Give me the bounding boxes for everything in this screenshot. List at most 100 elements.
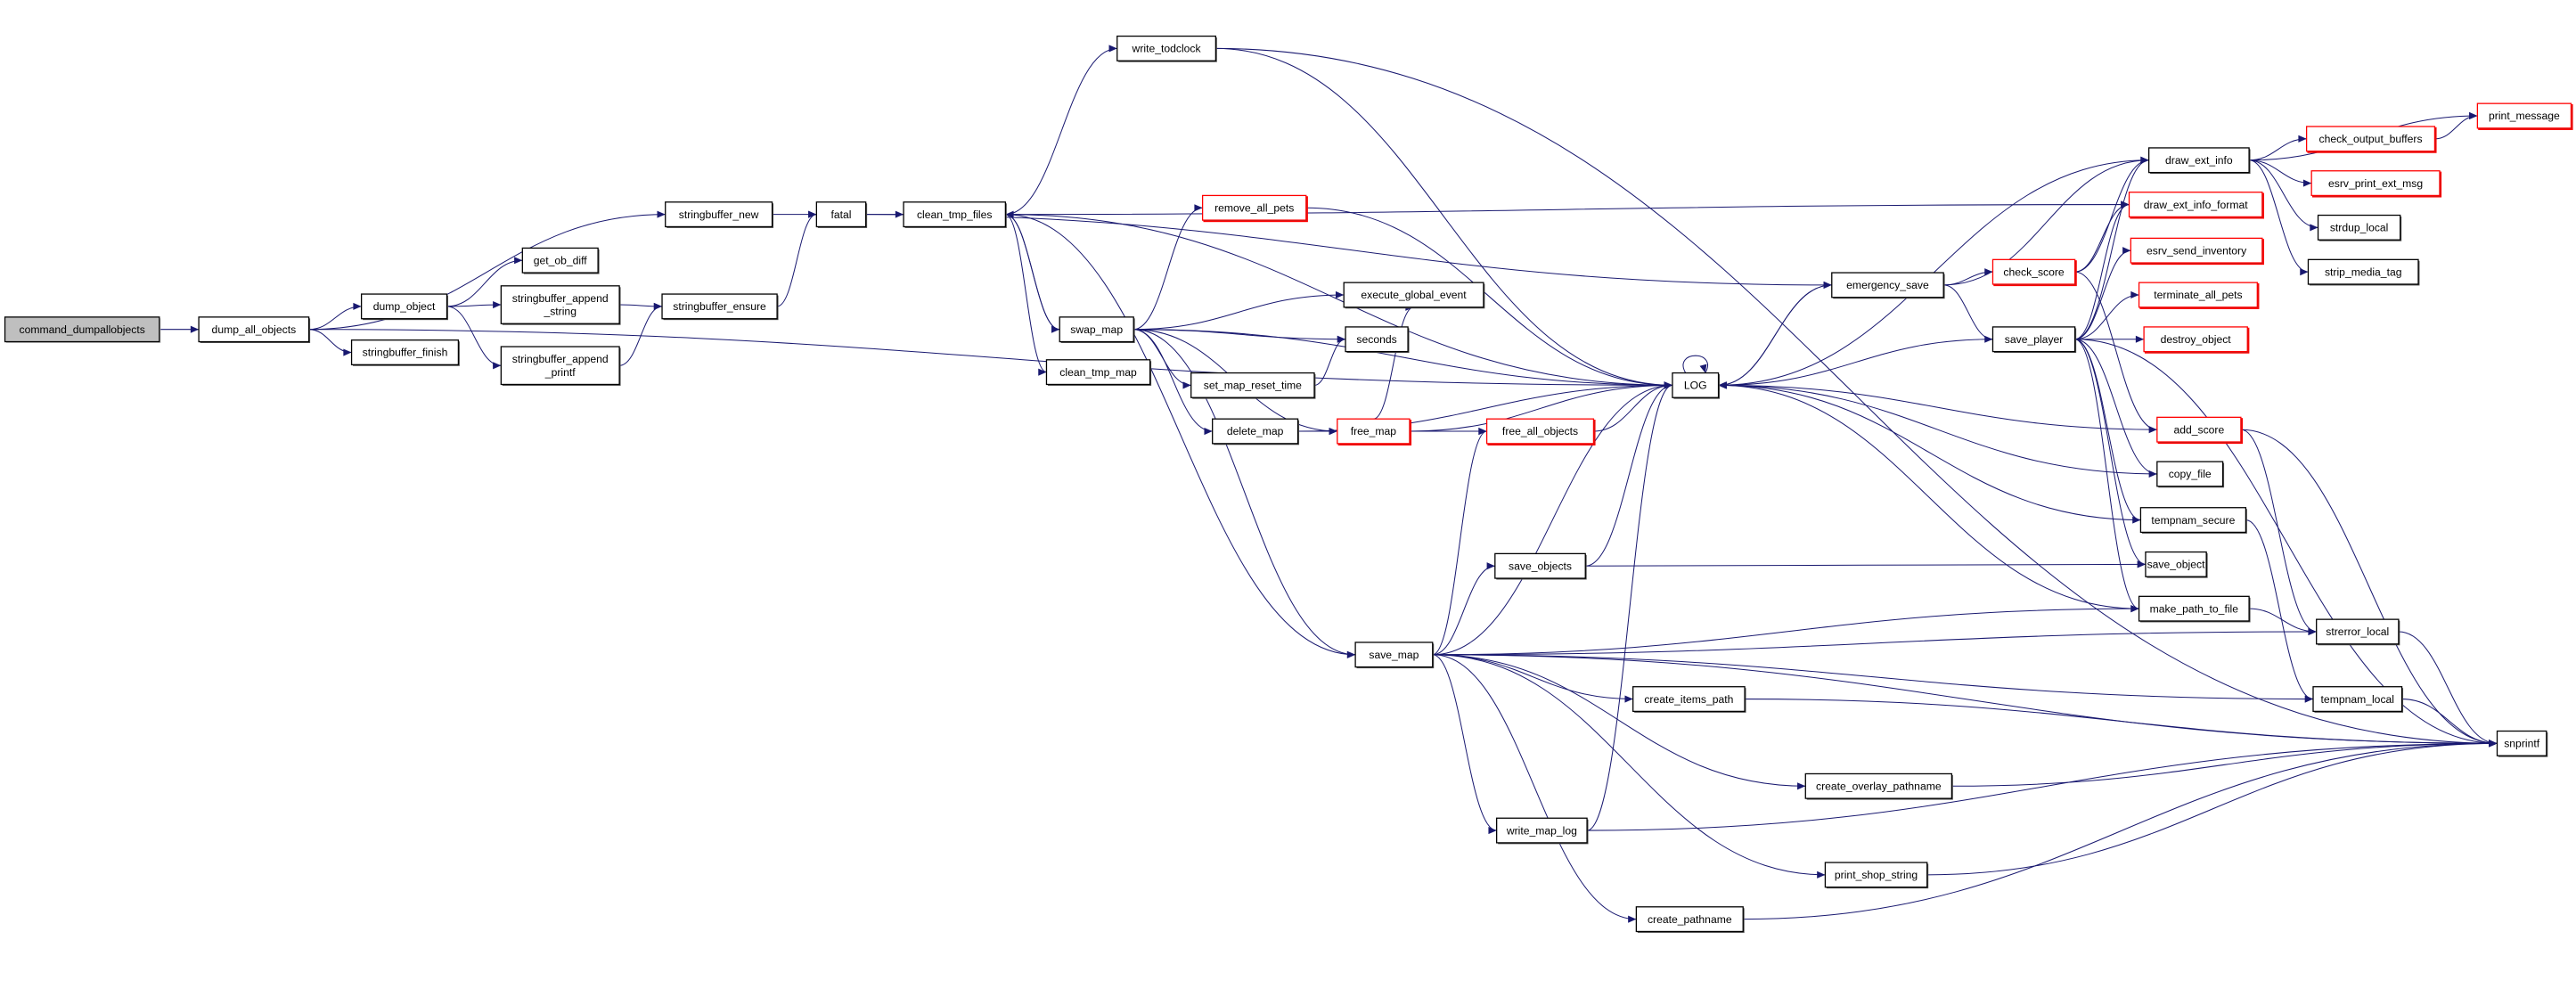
node-fatal[interactable]: fatal [815, 201, 868, 228]
node-write-map-log[interactable]: write_map_log [1496, 817, 1589, 845]
node-box [1804, 772, 1953, 799]
node-make-path-to-file[interactable]: make_path_to_file [2138, 595, 2251, 623]
node-create-pathname[interactable]: create_pathname [1635, 906, 1745, 933]
node-print-shop-string[interactable]: print_shop_string [1824, 862, 1929, 889]
node-label: get_ob_diff [534, 254, 588, 266]
node-box [2312, 686, 2403, 713]
arrowhead-stringbuffer_append_printf-to-stringbuffer_ensure [653, 302, 663, 310]
node-stringbuffer-append-printf[interactable]: stringbuffer_append_printf [500, 346, 621, 386]
node-label: _string [543, 306, 576, 318]
node-free-map[interactable]: free_map [1337, 418, 1412, 445]
node-esrv-print-ext-msg[interactable]: esrv_print_ext_msg [2310, 170, 2442, 198]
node-tempnam-secure[interactable]: tempnam_secure [2139, 507, 2247, 534]
node-box [198, 316, 310, 343]
node-box [2316, 618, 2400, 645]
node-destroy-object[interactable]: destroy_object [2143, 326, 2250, 354]
node-draw-ext-info-format[interactable]: draw_ext_info_format [2128, 192, 2264, 219]
node-dump-all-objects[interactable]: dump_all_objects [198, 316, 311, 343]
edge-create_pathname-to-snprintf [1743, 742, 2498, 920]
edge-save_player-to-copy_file [2074, 339, 2157, 475]
node-box [2156, 416, 2242, 443]
node-check-score[interactable]: check_score [1991, 258, 2077, 287]
node-add-score[interactable]: add_score [2156, 416, 2243, 445]
edge-save_player-to-draw_ext_info [2074, 159, 2149, 340]
node-set-map-reset-time[interactable]: set_map_reset_time [1190, 372, 1316, 399]
node-label: command_dumpallobjects [20, 323, 145, 336]
node-seconds[interactable]: seconds [1345, 326, 1410, 354]
node-emergency-save[interactable]: emergency_save [1831, 272, 1945, 299]
node-execute-global-event[interactable]: execute_global_event [1343, 282, 1485, 309]
arrowhead-dump_object-to-get_ob_diff [514, 257, 523, 265]
node-LOG[interactable]: LOG [1672, 372, 1721, 399]
node-label: stringbuffer_ensure [673, 300, 766, 313]
node-label: clean_tmp_files [917, 208, 992, 221]
node-save-object[interactable]: save_object [2145, 551, 2208, 578]
node-strerror-local[interactable]: strerror_local [2316, 618, 2400, 646]
arrowhead-save_player-to-draw_ext_info_format [2121, 200, 2130, 208]
node-stringbuffer-ensure[interactable]: stringbuffer_ensure [661, 293, 779, 321]
node-print-message[interactable]: print_message [2476, 102, 2573, 130]
node-save-player[interactable]: save_player [1991, 326, 2077, 354]
node-create-items-path[interactable]: create_items_path [1632, 686, 1746, 713]
node-remove-all-pets[interactable]: remove_all_pets [1201, 194, 1308, 223]
node-terminate-all-pets[interactable]: terminate_all_pets [2138, 282, 2260, 309]
node-dump-object[interactable]: dump_object [360, 293, 448, 321]
arrowhead-dump_object-to-stringbuffer_append_string [493, 300, 502, 309]
arrowhead-dump_object-to-stringbuffer_append_printf [493, 362, 502, 370]
node-tempnam-local[interactable]: tempnam_local [2312, 686, 2404, 713]
edge-emergency_save-to-save_player [1943, 284, 1993, 340]
node-label: remove_all_pets [1214, 201, 1294, 214]
node-box [2143, 326, 2248, 353]
arrowhead-swap_map-to-remove_all_pets [1194, 204, 1203, 212]
edge-add_score-to-strerror_local [2240, 429, 2317, 633]
arrowhead-check_output_buffers-to-print_message [2469, 111, 2478, 120]
node-swap-map[interactable]: swap_map [1059, 316, 1135, 343]
edge-clean_tmp_files-to-write_todclock [1005, 47, 1117, 216]
node-label: set_map_reset_time [1204, 380, 1302, 392]
node-save-objects[interactable]: save_objects [1494, 552, 1587, 580]
node-box [2128, 192, 2263, 218]
node-label: dump_all_objects [212, 323, 297, 336]
edge-check_score-to-draw_ext_info_format [2074, 204, 2130, 273]
edge-add_score-to-snprintf [2240, 429, 2498, 744]
node-box [521, 247, 599, 274]
node-box [1337, 418, 1411, 445]
edge-dump_all_objects-to-stringbuffer_finish [308, 329, 352, 354]
edge-swap_map-to-save_map [1133, 329, 1356, 656]
node-stringbuffer-finish[interactable]: stringbuffer_finish [350, 339, 460, 366]
node-save-map[interactable]: save_map [1354, 642, 1435, 669]
node-create-overlay-pathname[interactable]: create_overlay_pathname [1804, 772, 1953, 800]
node-clean-tmp-map[interactable]: clean_tmp_map [1045, 359, 1152, 386]
node-command-dumpallobjects[interactable]: command_dumpallobjects [4, 316, 161, 343]
edge-swap_map-to-remove_all_pets [1133, 207, 1203, 331]
node-stringbuffer-append-string[interactable]: stringbuffer_append_string [500, 285, 621, 325]
node-esrv-send-inventory[interactable]: esrv_send_inventory [2130, 237, 2264, 266]
node-get-ob-diff[interactable]: get_ob_diff [521, 247, 600, 274]
node-copy-file[interactable]: copy_file [2156, 461, 2225, 488]
node-label: LOG [1684, 380, 1707, 392]
node-box [661, 293, 778, 320]
edge-create_overlay_pathname-to-snprintf [1951, 742, 2498, 787]
node-stringbuffer-new[interactable]: stringbuffer_new [665, 201, 774, 228]
edge-tempnam_local-to-snprintf [2401, 699, 2498, 744]
node-box [1354, 642, 1434, 668]
node-box [2130, 237, 2263, 264]
node-check-output-buffers[interactable]: check_output_buffers [2305, 126, 2437, 153]
node-label: create_items_path [1644, 693, 1733, 706]
node-draw-ext-info[interactable]: draw_ext_info [2147, 147, 2251, 175]
arrowhead-save_player-to-esrv_send_inventory [2122, 247, 2131, 255]
node-delete-map[interactable]: delete_map [1212, 418, 1300, 445]
node-free-all-objects[interactable]: free_all_objects [1485, 418, 1596, 445]
node-box [665, 201, 773, 228]
node-label: create_pathname [1648, 913, 1732, 926]
edge-copy_file-to-LOG [1718, 384, 2157, 475]
node-strdup-local[interactable]: strdup_local [2317, 214, 2402, 241]
node-clean-tmp-files[interactable]: clean_tmp_files [903, 201, 1007, 228]
node-label: strerror_local [2326, 625, 2389, 638]
node-label: seconds [1356, 333, 1396, 346]
arrowhead-draw_ext_info-to-strdup_local [2310, 224, 2318, 232]
node-snprintf[interactable]: snprintf [2496, 730, 2548, 757]
node-strip-media-tag[interactable]: strip_media_tag [2307, 258, 2420, 286]
node-write-todclock[interactable]: write_todclock [1116, 35, 1217, 62]
